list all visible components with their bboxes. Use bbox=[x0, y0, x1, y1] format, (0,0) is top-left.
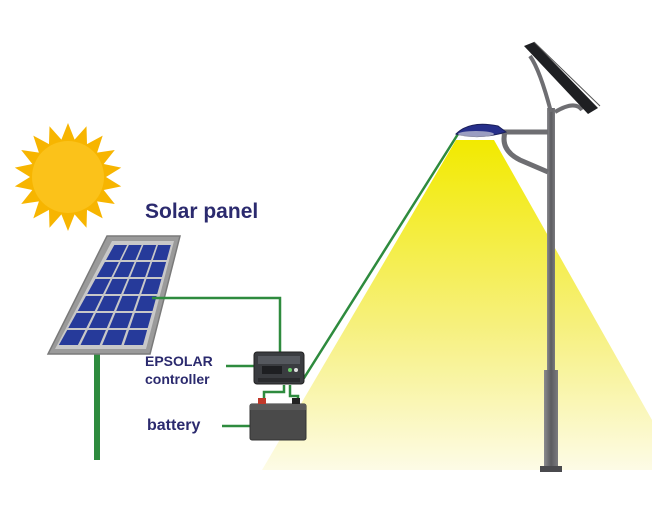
panel-cell bbox=[135, 296, 157, 311]
panel-cell bbox=[97, 296, 121, 311]
panel-cell bbox=[116, 296, 139, 311]
panel-cell bbox=[113, 262, 135, 277]
panel-cell bbox=[88, 313, 114, 328]
panel-cell bbox=[58, 330, 86, 345]
panel-cell bbox=[77, 296, 102, 311]
panel-cell bbox=[87, 279, 111, 294]
panel-cell bbox=[141, 279, 162, 294]
light-beam bbox=[262, 140, 652, 470]
panel-cell bbox=[102, 330, 127, 345]
controller-label-line2: controller bbox=[145, 371, 210, 387]
panel-cell bbox=[80, 330, 106, 345]
panel-cell bbox=[109, 313, 133, 328]
panel-cell bbox=[130, 262, 151, 277]
panel-cell bbox=[105, 279, 128, 294]
battery-icon bbox=[249, 398, 307, 441]
street-lamp-icon bbox=[455, 108, 562, 472]
panel-cell bbox=[123, 330, 148, 345]
controller-label-line1: EPSOLAR bbox=[145, 353, 213, 369]
panel-cell bbox=[147, 262, 167, 277]
panel-pole bbox=[94, 350, 100, 460]
panel-cell bbox=[96, 262, 119, 277]
panel-cell bbox=[106, 245, 128, 260]
solar-panel-icon bbox=[46, 235, 181, 355]
lamp-solar-module-icon bbox=[524, 41, 601, 114]
panel-cell bbox=[121, 245, 142, 260]
solar-panel-label: Solar panel bbox=[145, 200, 258, 223]
panel-cell bbox=[129, 313, 152, 328]
panel-cell bbox=[123, 279, 145, 294]
panel-cell bbox=[137, 245, 157, 260]
controller-icon bbox=[253, 351, 305, 385]
panel-cell bbox=[68, 313, 94, 328]
panel-cell bbox=[152, 245, 171, 260]
sun-icon bbox=[14, 123, 122, 231]
battery-label: battery bbox=[147, 417, 200, 434]
